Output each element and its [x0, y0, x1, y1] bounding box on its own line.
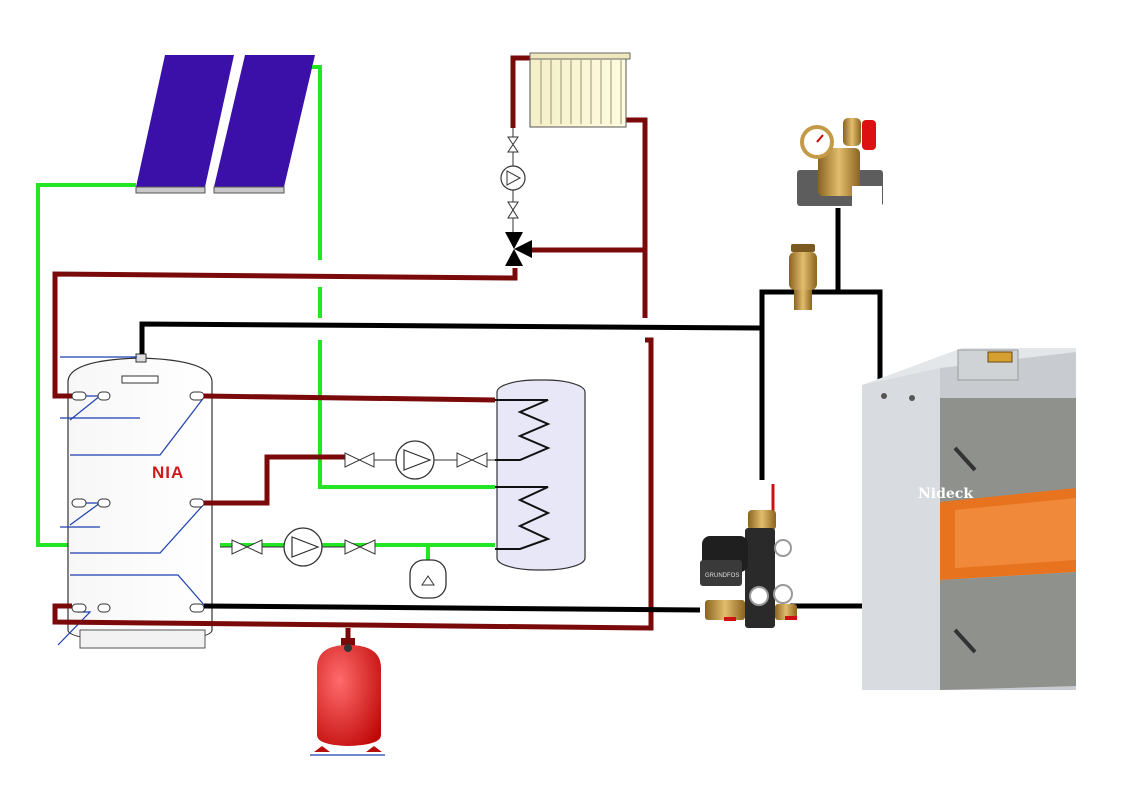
coil-pump-line [344, 440, 495, 480]
expansion-vessel-icon [314, 638, 382, 752]
safety-group-icon [797, 118, 883, 206]
boiler-brand-label: Nideck [918, 486, 973, 502]
solar-circuit-pipes [36, 65, 495, 560]
svg-text:GRUNDFOS: GRUNDFOS [705, 573, 739, 579]
boiler-icon: Nideck [862, 348, 1076, 690]
pump-station-icon: GRUNDFOS [700, 484, 797, 628]
expansion-vessel-icon [409, 559, 447, 599]
return-pipes [139, 208, 883, 613]
solar-collector-icon [135, 55, 315, 194]
valve-icon [507, 136, 519, 219]
heating-flow-pipes [52, 55, 654, 642]
solar-pump-line [220, 527, 376, 567]
air-vent-icon [789, 244, 817, 310]
radiator-icon [529, 52, 631, 128]
pump-icon [500, 165, 526, 191]
tank-label: NIA [152, 463, 184, 482]
coil-heat-exchanger-icon [495, 379, 586, 571]
tank-ports [71, 391, 205, 613]
three-way-valve-icon [505, 232, 532, 266]
buffer-tank-icon: NIA [67, 353, 213, 649]
